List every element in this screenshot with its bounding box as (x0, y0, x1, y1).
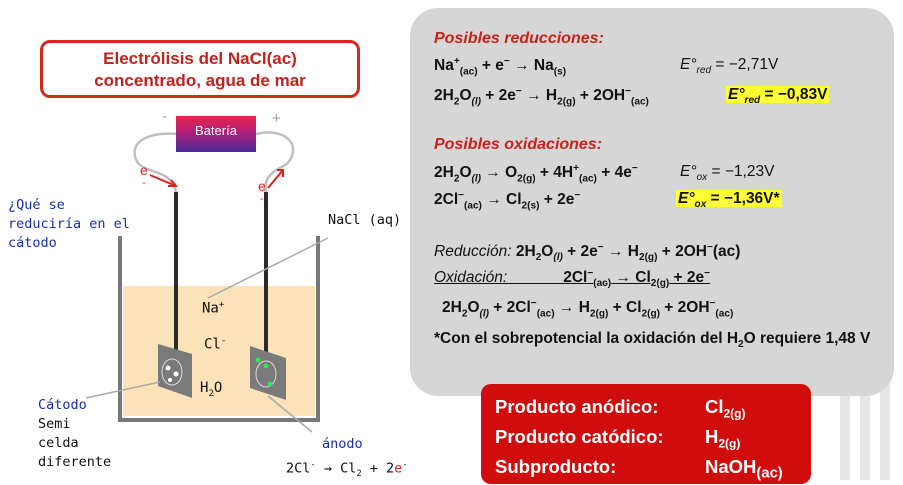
battery-label: Batería (195, 123, 237, 138)
anode-reaction: 2Cl- → Cl2 + 2e- (286, 460, 408, 480)
nacl-label: NaCl (aq) (328, 212, 402, 228)
title-box: Electrólisis del NaCl(ac) concentrado, a… (40, 40, 360, 98)
anodic-product-value: Cl2(g) (705, 396, 746, 421)
e-red-1: E°red = −2,71V (680, 56, 779, 77)
battery: Batería (176, 116, 256, 152)
electron-label-right: e (258, 178, 266, 194)
species-h2o: H2O (200, 380, 223, 399)
anode-pointer (267, 395, 313, 433)
reduction-summary: Reducción: 2H2O(l) + 2e− → H2(g) + 2OH−(… (434, 242, 741, 264)
e-ox-2: E°ox = −1,36V* (676, 190, 782, 211)
question-text: ¿Qué se reduciría en el cátodo (8, 197, 130, 251)
overall-reaction: 2H2O(l) + 2Cl−(ac) → H2(g) + Cl2(g) + 2O… (442, 298, 734, 320)
e-red-2: E°red = −0,83V (726, 86, 830, 107)
by-product-label: Subproducto: (495, 456, 617, 477)
oxidation-eq-1: 2H2O(l) → O2(g) + 4H+(ac) + 4e− (434, 163, 638, 185)
reduction-eq-2: 2H2O(l) + 2e− → H2(g) + 2OH−(ac) (434, 86, 649, 108)
cathode-pointer (85, 381, 161, 399)
electron-minus-left: - (142, 177, 146, 189)
reactions-panel (410, 8, 894, 396)
cathode-plate (158, 344, 192, 398)
species-cl: Cl- (204, 336, 227, 353)
electron-arrow-right (267, 169, 284, 189)
cathodic-product-label: Producto catódico: (495, 426, 664, 447)
watermark-decoration (840, 340, 890, 480)
oxidation-summary: Oxidación: 2Cl−(ac) → Cl2(g) + 2e− (434, 268, 711, 290)
species-na: Na+ (202, 300, 225, 317)
anode-label: ánodo (322, 436, 363, 452)
overpotential-note: *Con el sobrepotencial la oxidación del … (434, 330, 871, 351)
battery-plus: + (272, 110, 281, 127)
electrolysis-cell-diagram (85, 131, 329, 433)
title-line-1: Electrólisis del NaCl(ac) (103, 49, 297, 68)
battery-minus: - (162, 108, 167, 125)
products-box: Producto anódico: Cl2(g) Producto catódi… (481, 384, 811, 484)
anodic-product-label: Producto anódico: (495, 396, 659, 417)
by-product-value: NaOH(ac) (705, 456, 783, 482)
beaker (118, 236, 320, 422)
reduction-eq-1: Na+(ac) + e− → Na(s) (434, 56, 567, 78)
nacl-pointer (207, 237, 329, 299)
electron-minus-right: - (260, 193, 264, 205)
cathode-text: Cátodo Semi celda diferente (38, 397, 112, 470)
title-line-2: concentrado, agua de mar (94, 71, 306, 90)
cathodic-product-value: H2(g) (705, 426, 741, 451)
oxidations-title: Posibles oxidaciones: (434, 136, 603, 153)
electron-arrow-left (149, 174, 177, 187)
e-ox-1: E°ox = −1,23V (680, 163, 775, 184)
oxidation-eq-2: 2Cl−(ac) → Cl2(s) + 2e− (434, 190, 581, 212)
electron-label-left: e (140, 162, 148, 178)
reductions-title: Posibles reducciones: (434, 30, 604, 47)
